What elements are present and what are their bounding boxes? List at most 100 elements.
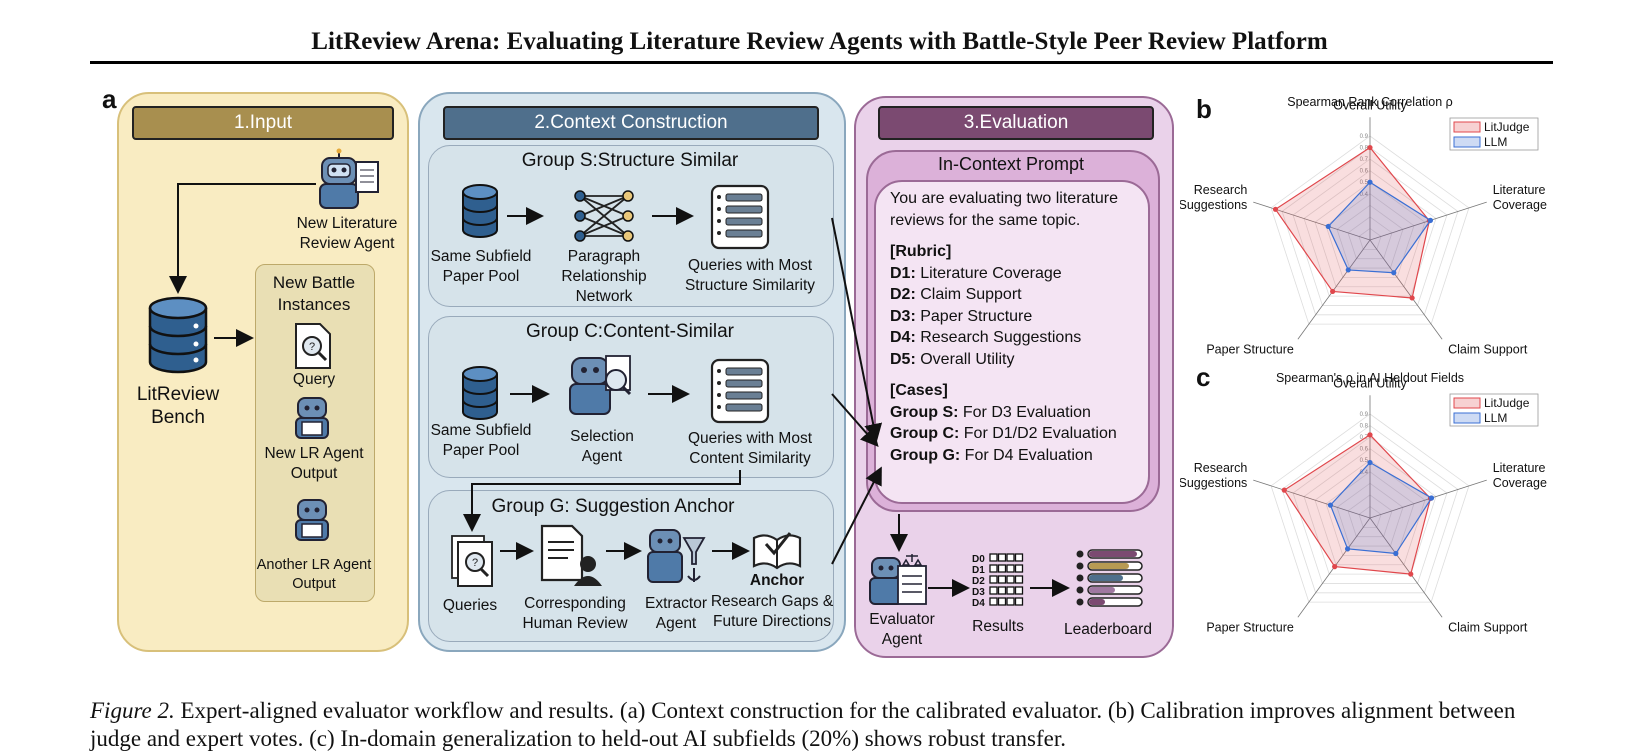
radar-title: Spearman Rank Correlation ρ [1287, 95, 1453, 109]
radar-point [1344, 546, 1351, 552]
radar-axis-label: Coverage [1493, 198, 1547, 212]
radar-grid-ring [1336, 204, 1404, 269]
panel-letter-b: b [1196, 94, 1212, 124]
results-cell [997, 586, 1007, 595]
legend-label: LitJudge [1484, 396, 1530, 410]
gaps-label-1: Research Gaps & [710, 593, 834, 610]
battle-title-1: New Battle [272, 273, 356, 292]
radar-grid-ring [1303, 170, 1437, 297]
human-review-label-2: Human Review [522, 615, 628, 632]
results-cell [997, 564, 1007, 573]
radar-axis-label: Literature [1493, 461, 1546, 475]
prompt-intro-2: reviews for the same topic. [890, 211, 1081, 229]
group-s-title: Group S:Structure Similar [521, 150, 739, 171]
extractor-agent-robot-icon [647, 529, 706, 583]
rubric-title: [Rubric] [890, 243, 952, 260]
radar-spoke [1369, 239, 1443, 340]
radar-series-LitJudge [1274, 146, 1430, 299]
radar-tick-label: 0.8 [1360, 424, 1369, 430]
database-icon [148, 296, 208, 374]
radar-chart-c: Spearman's ρ in AI Heldout Fields0.90.80… [1180, 371, 1547, 634]
group-c-queries-1: Queries with Most [687, 430, 813, 447]
extractor-label-2: Agent [655, 615, 697, 632]
new-lr-label-1: New LR Agent [264, 445, 364, 462]
radar-axis-label: Paper Structure [1206, 342, 1294, 356]
agent-label-2: Review Agent [299, 235, 395, 252]
radar-grid-ring [1336, 482, 1404, 547]
cases-title: [Cases] [890, 382, 948, 399]
svg-text:?: ? [309, 341, 315, 353]
radar-axis-label: Research [1194, 183, 1248, 197]
radar-tick-label: 0.4 [1360, 470, 1369, 476]
legend-label: LLM [1484, 135, 1507, 149]
results-row-label: D2 [972, 576, 985, 587]
figure-caption: Figure 2. Expert-aligned evaluator workf… [90, 697, 1560, 753]
radar-tick-label: 0.8 [1360, 146, 1369, 152]
rubric-item: D2: Claim Support [890, 286, 1022, 303]
radar-axis-label: Suggestions [1180, 198, 1247, 212]
radar-grid-ring [1303, 448, 1437, 575]
results-cell [989, 586, 998, 595]
rubric-item: D5: Overall Utility [890, 350, 1015, 368]
network-label-3: Network [575, 288, 633, 305]
rubric-item: D1: Literature Coverage [890, 264, 1062, 282]
network-label-1: Paragraph [567, 248, 641, 265]
radar-grid-ring [1347, 494, 1393, 538]
results-cell [1014, 575, 1024, 584]
results-row-label: D4 [972, 598, 985, 609]
group-c-queries-2: Content Similarity [689, 450, 811, 467]
radar-point [1367, 179, 1373, 185]
queries-label: Queries [442, 597, 498, 614]
query-document-icon: ? [295, 323, 331, 369]
radar-axis-label: Suggestions [1180, 476, 1247, 490]
legend-label: LitJudge [1484, 120, 1530, 134]
radar-spoke [1369, 517, 1443, 618]
radar-point [1332, 564, 1338, 570]
results-cell [1014, 586, 1024, 595]
results-row-label: D0 [972, 554, 985, 565]
legend-swatch [1453, 397, 1481, 409]
agent-label-1: New Literature [296, 215, 398, 232]
legend-swatch [1453, 136, 1481, 148]
radar-axis-label: Coverage [1493, 476, 1547, 490]
prompt-title: In-Context Prompt [937, 154, 1085, 174]
radar-axis-label: Overall Utility [1333, 98, 1407, 112]
radar-point [1393, 550, 1399, 557]
results-cell [1014, 553, 1024, 562]
evaluator-agent-robot-icon [869, 554, 927, 605]
figure-title: LitReview Arena: Evaluating Literature R… [311, 28, 1328, 55]
network-label-2: Relationship [561, 268, 647, 285]
battle-title-2: Instances [277, 295, 351, 314]
radar-grid-ring [1292, 158, 1448, 306]
rubric-item: D4: Research Suggestions [890, 329, 1082, 346]
group-g-title: Group G: Suggestion Anchor [491, 496, 735, 517]
results-cell [989, 597, 998, 606]
radar-point [1281, 487, 1287, 493]
bench-label-1: LitReview [136, 384, 220, 405]
bench-label-2: Bench [151, 407, 205, 428]
radar-axis-label: Overall Utility [1333, 376, 1407, 390]
results-cell [997, 575, 1007, 584]
results-cell [1006, 597, 1015, 606]
title-rule [90, 61, 1553, 64]
radar-grid-ring [1314, 181, 1426, 288]
results-row-label: D1 [972, 565, 985, 576]
evaluation-header: 3.Evaluation [878, 106, 1154, 140]
network-icon [574, 190, 634, 242]
caption-text: Expert-aligned evaluator workflow and re… [90, 698, 1516, 751]
radar-grid-ring [1325, 471, 1415, 556]
radar-point [1345, 267, 1351, 273]
results-row-label: D3 [972, 587, 985, 598]
panel-letter-a: a [102, 84, 117, 114]
radar-point [1367, 459, 1373, 466]
radar-grid-ring [1347, 216, 1393, 260]
radar-grid-ring [1292, 436, 1448, 584]
query-label: Query [292, 371, 336, 388]
radar-point [1367, 144, 1373, 151]
legend-label: LLM [1484, 411, 1507, 425]
group-s-queries-2: Structure Similarity [684, 277, 816, 294]
evaluator-label-1: Evaluator [869, 611, 935, 628]
radar-series-LitJudge [1283, 434, 1432, 575]
query-list-icon-c [710, 358, 770, 424]
radar-grid-ring [1270, 413, 1470, 603]
